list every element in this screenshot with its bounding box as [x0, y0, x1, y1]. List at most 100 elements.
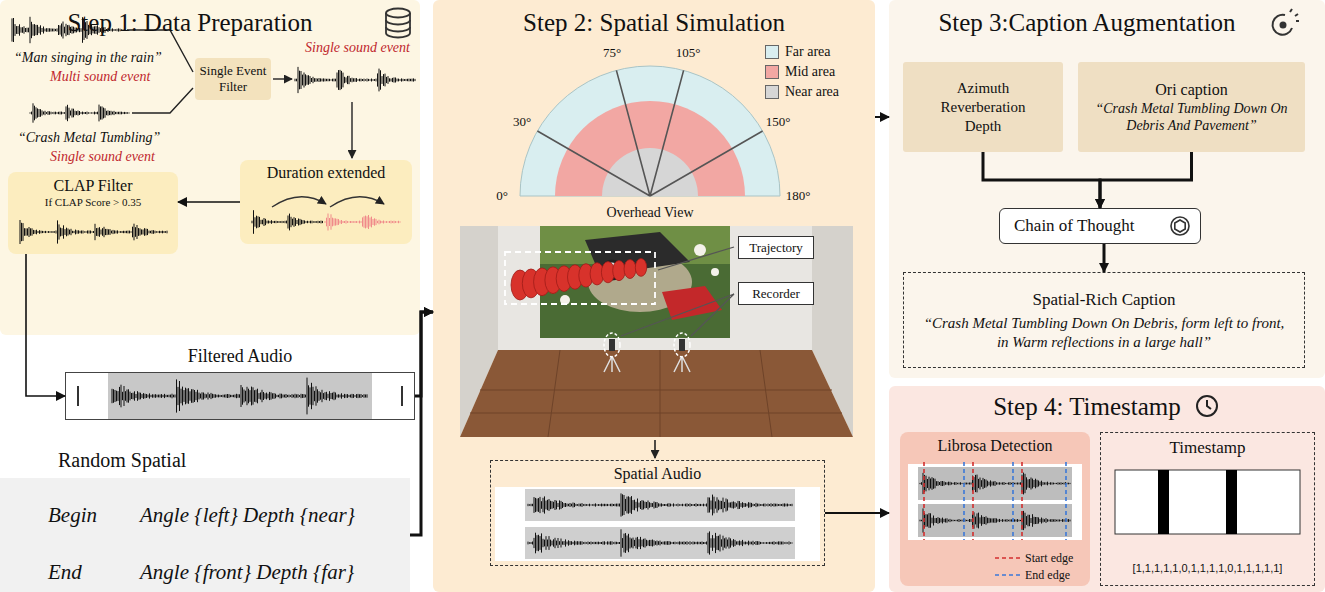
node-heading: Chain of Thought	[1014, 216, 1135, 236]
waveform	[920, 473, 1070, 495]
trajectory-coil	[590, 263, 604, 285]
openai-icon	[1171, 217, 1189, 235]
flow-arrow	[825, 512, 889, 514]
recorder-icons	[604, 356, 690, 372]
node-text: Begin	[48, 502, 140, 528]
room-render	[460, 350, 853, 437]
overhead-view	[520, 66, 780, 196]
overhead-view	[537, 70, 762, 196]
augment-icon	[1281, 23, 1286, 28]
recorder-icons	[674, 333, 690, 357]
caption-box: Ori caption“Crash Metal Tumbling Down On…	[1078, 62, 1305, 152]
connectors	[26, 117, 1192, 535]
openai-icon	[1175, 220, 1185, 232]
overhead-view	[520, 66, 780, 196]
flow-arrow	[983, 152, 1100, 208]
trajectory-coil	[545, 267, 561, 294]
spatial-audio-box: Spatial Audio	[490, 460, 825, 566]
waveform	[325, 214, 400, 231]
node-text: Angle {front} Depth {far}	[140, 559, 410, 585]
legend-row: Mid area	[765, 62, 839, 82]
spatial-audio-bands	[495, 487, 820, 561]
trajectory-coil	[635, 258, 646, 276]
example-caption: “Crash Metal Tumbling”	[18, 130, 160, 147]
merge-lines	[132, 88, 193, 113]
node-heading: Step 3:Caption Augmentation	[889, 0, 1325, 37]
legend-row: Near area	[765, 82, 839, 102]
waveform	[295, 67, 415, 93]
attribute-box: Azimuth Reverberation Depth	[903, 62, 1063, 152]
waveform	[112, 378, 367, 415]
node-heading: Duration extended	[240, 163, 412, 182]
node-heading: Trajectory	[749, 240, 803, 256]
recorder-tag: Recorder	[738, 282, 814, 305]
flow-arrow	[1103, 244, 1106, 272]
angle-label: 30°	[513, 114, 531, 130]
augment-icon	[1273, 9, 1299, 35]
timestamp-strip	[1115, 470, 1300, 534]
event-tag: Multi sound event	[50, 69, 150, 86]
augment-icon	[1273, 15, 1292, 35]
trajectory-coil	[522, 269, 539, 298]
filtered-audio-band	[78, 373, 402, 419]
filtered-audio-band	[78, 386, 402, 406]
waveform	[528, 529, 792, 556]
view-label: Overhead View	[606, 205, 693, 222]
flow-arrow	[178, 201, 240, 203]
room-render	[560, 295, 570, 305]
filter-box: Single Event Filter	[195, 58, 271, 100]
angle-label: 150°	[766, 114, 791, 130]
room-render	[460, 226, 853, 437]
waveform	[528, 493, 792, 516]
trajectory-coil	[624, 260, 636, 279]
edge-markers-red	[924, 462, 1022, 558]
angle-label: 75°	[603, 45, 621, 61]
room-render	[585, 232, 690, 275]
flow-arrow	[1100, 152, 1192, 208]
node-heading: Single Event Filter	[199, 63, 267, 95]
room-render	[812, 226, 853, 437]
merge-lines	[351, 102, 352, 158]
example-caption: “Man singing in the rain”	[14, 50, 162, 67]
trajectory-tag: Trajectory	[738, 236, 814, 259]
database-icon	[386, 9, 410, 18]
flow-arrow	[410, 312, 433, 535]
node-text: “Crash Metal Tumbling Down On Debris, fo…	[918, 314, 1290, 352]
timestamp-box: Timestamp[1,1,1,1,1,0,1,1,1,1,0,1,1,1,1,…	[1100, 432, 1315, 586]
overhead-view	[555, 101, 745, 196]
legend-row: Far area	[765, 42, 839, 62]
node-text: “Crash Metal Tumbling Down On Debris And…	[1090, 100, 1293, 134]
database-icon	[386, 9, 410, 38]
marker-key: End edge	[1025, 568, 1070, 582]
recorder-icons	[604, 294, 734, 458]
room-render	[662, 286, 722, 320]
event-tag: Single sound event	[305, 40, 410, 57]
node-heading: Spatial-Rich Caption	[1032, 289, 1175, 310]
waveform	[920, 508, 1070, 532]
random-spatial-box: Random SpatialBeginAngle {left} Depth {n…	[0, 478, 410, 592]
trajectory-coil	[556, 266, 572, 292]
legend-text: Far area	[785, 43, 830, 61]
flow-arrow	[415, 312, 433, 396]
openai-icon	[1171, 217, 1189, 235]
timestamp-strip	[1226, 470, 1237, 534]
node-text: Angle {left} Depth {near}	[140, 502, 410, 528]
extend-arrows	[272, 197, 326, 207]
node-heading: Random Spatial	[58, 448, 410, 472]
database-icon	[386, 13, 410, 38]
librosa-bands	[918, 504, 1072, 537]
filtered-audio-box: Filtered Audio	[65, 372, 415, 420]
room-render	[498, 226, 812, 350]
node-heading: Filtered Audio	[66, 345, 414, 367]
edge-markers-red	[924, 462, 1022, 558]
clock-icon	[1197, 396, 1217, 416]
trajectory-coil	[579, 264, 593, 287]
node-heading: Step 1: Data Preparation	[0, 0, 420, 37]
angle-label: 0°	[496, 188, 508, 204]
waveform	[12, 17, 125, 43]
trajectory-coil	[568, 265, 583, 290]
database-icon	[386, 20, 410, 25]
trajectory-frame	[658, 247, 734, 270]
room-render	[588, 252, 692, 312]
